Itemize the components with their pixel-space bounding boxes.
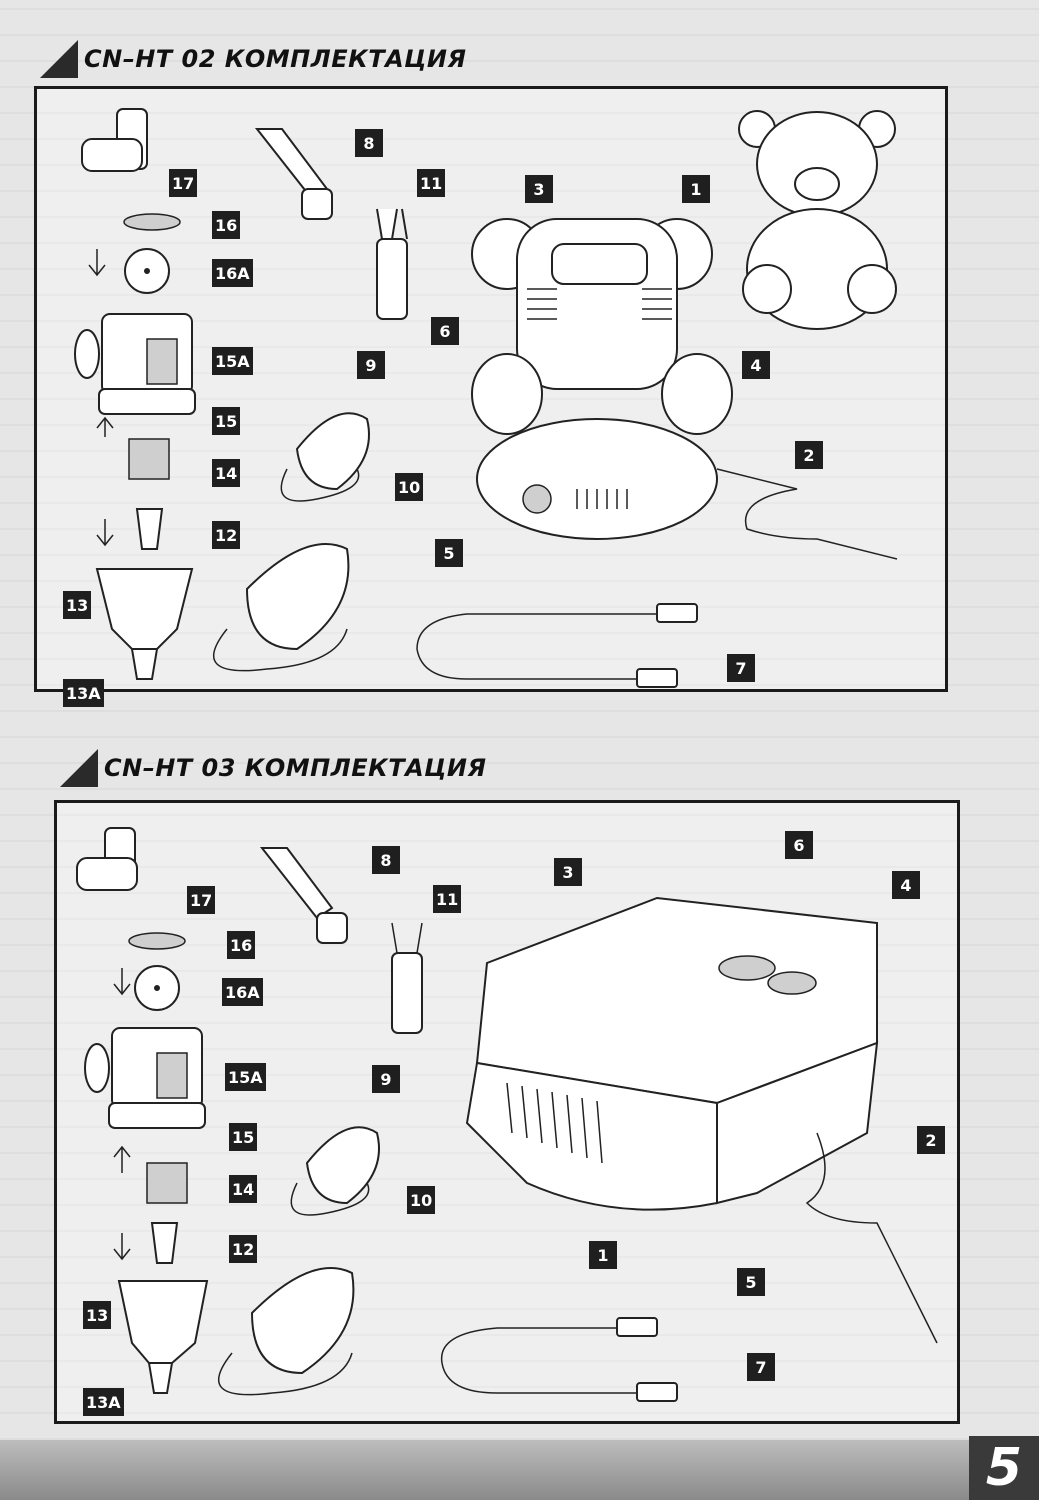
callout-label: 11 (417, 169, 446, 197)
callout-label: 9 (357, 351, 385, 379)
callout-label: 6 (785, 831, 813, 859)
callout-label: 5 (737, 1268, 765, 1296)
callout-label: 7 (747, 1353, 775, 1381)
callout-label: 2 (917, 1126, 945, 1154)
callout-label: 14 (212, 459, 241, 487)
callout-label: 6 (431, 317, 459, 345)
section-title-cn-ht-03: CN–HT 03 КОМПЛЕКТАЦИЯ (60, 743, 486, 793)
page-number: 5 (969, 1436, 1039, 1500)
section-title-cn-ht-02: CN–HT 02 КОМПЛЕКТАЦИЯ (40, 34, 466, 84)
kit-drawing (76, 827, 938, 1402)
callout-label: 15 (212, 407, 241, 435)
callout-label: 14 (229, 1175, 258, 1203)
callout-label: 16A (222, 978, 263, 1006)
callout-label: 8 (355, 129, 383, 157)
title-marker (40, 40, 78, 78)
kit-drawing (74, 108, 898, 688)
callout-label: 7 (727, 654, 755, 682)
callout-label: 9 (372, 1065, 400, 1093)
callout-label: 10 (395, 473, 424, 501)
callout-label: 15 (229, 1123, 258, 1151)
callout-label: 1 (589, 1241, 617, 1269)
callout-label: 12 (229, 1235, 258, 1263)
callout-label: 4 (742, 351, 770, 379)
kit-diagram-cn-ht-02: 17 16 16A 15A 15 14 12 13 13A 8 11 9 10 … (34, 86, 948, 707)
teddy-cover-drawing (738, 110, 897, 330)
callout-label: 13 (63, 591, 92, 619)
callout-label: 15A (212, 347, 253, 375)
callout-label: 10 (407, 1186, 436, 1214)
callout-label: 13A (63, 679, 104, 707)
callout-label: 11 (433, 885, 462, 913)
kit-diagram-cn-ht-03: 17 16 16A 15A 15 14 12 13 13A 8 11 9 10 … (54, 800, 960, 1424)
callout-label: 13A (83, 1388, 124, 1416)
callout-label: 15A (225, 1063, 266, 1091)
callout-label: 3 (554, 858, 582, 886)
footer-band (0, 1440, 1039, 1500)
callout-label: 17 (187, 886, 216, 914)
section-title-text: CN–HT 03 КОМПЛЕКТАЦИЯ (104, 754, 487, 782)
callout-label: 16 (212, 211, 241, 239)
callout-label: 12 (212, 521, 241, 549)
callout-label: 8 (372, 846, 400, 874)
box-compressor-drawing (465, 896, 879, 1211)
callout-label: 17 (169, 169, 198, 197)
callout-label: 16A (212, 259, 253, 287)
callout-label: 5 (435, 539, 463, 567)
callout-label: 2 (795, 441, 823, 469)
bear-compressor-drawing (471, 218, 733, 540)
callout-label: 4 (892, 871, 920, 899)
callout-label: 3 (525, 175, 553, 203)
title-marker (60, 749, 98, 787)
callout-label: 1 (682, 175, 710, 203)
elbow-adapter-drawing (81, 108, 148, 172)
callout-label: 16 (227, 931, 256, 959)
callout-label: 13 (83, 1301, 112, 1329)
section-title-text: CN–HT 02 КОМПЛЕКТАЦИЯ (84, 45, 467, 73)
